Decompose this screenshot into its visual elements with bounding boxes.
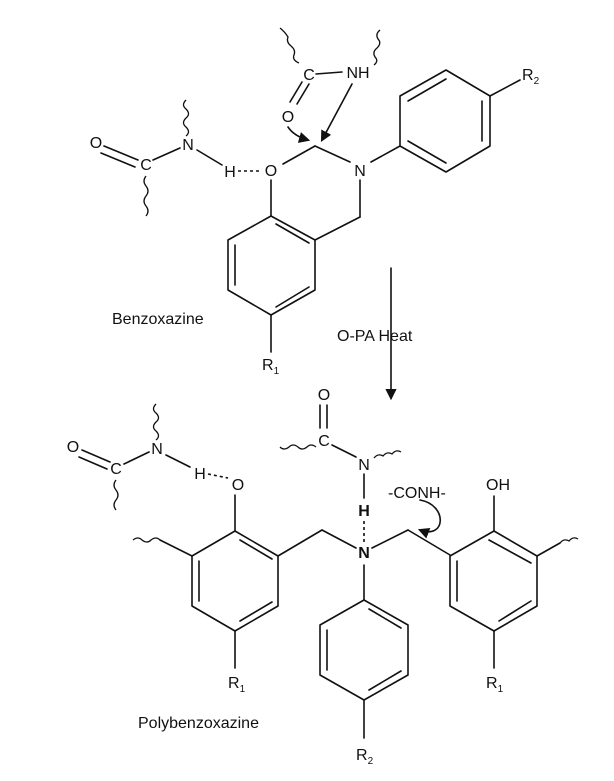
left-amide-oxygen: O: [67, 439, 79, 456]
left-phenol-oxygen: O: [232, 477, 244, 494]
phenyl-ring-top: [399, 69, 491, 173]
benzoxazine-structure: O N R1 R2 O C N H C NH O: [90, 27, 540, 377]
phenyl-ring-bottom: [319, 599, 409, 701]
right-phenol-ring: [449, 530, 538, 632]
top-amide-carbon: C: [303, 67, 315, 84]
oxazine-oxygen: O: [265, 163, 277, 180]
left-amide-hydrogen: H: [194, 466, 206, 483]
reaction-condition-label: O-PA Heat: [337, 328, 413, 345]
r2-label-top: R2: [522, 67, 540, 87]
n-methylene-bond-right: [371, 529, 409, 549]
r2-bond-top: [489, 79, 521, 97]
top-amide-oxygen: O: [282, 109, 294, 126]
top-amide-nh: NH: [346, 65, 369, 82]
left-amide-nitrogen: N: [151, 441, 163, 458]
left-amide-carbon: C: [110, 461, 122, 478]
polybenzoxazine-caption: Polybenzoxazine: [138, 715, 259, 732]
methylene-bond-right: [407, 529, 451, 556]
right-ring-chain-bond: [536, 542, 561, 557]
amide-group-left-bottom: O C N H: [67, 403, 229, 511]
oxazine-nitrogen: N: [354, 163, 366, 180]
amide-group-left-top: O C N H: [90, 99, 262, 217]
benzo-ring: [227, 215, 316, 316]
r1-label-top: R1: [262, 357, 280, 377]
middle-amide-oxygen: O: [318, 387, 330, 404]
oxazine-ring: [270, 145, 361, 241]
middle-amide-hydrogen: H: [358, 503, 370, 520]
conh-insertion-arrow: [417, 499, 442, 539]
amide-oxygen: O: [90, 135, 102, 152]
r1-label-right: R1: [486, 675, 504, 695]
hydrogen-bond-left: [207, 473, 229, 479]
methylene-n-bond-left: [321, 529, 357, 549]
amide-hydrogen: H: [224, 164, 236, 181]
left-chain-wavy: [132, 537, 161, 543]
left-ring-chain-bond: [159, 539, 193, 557]
mannich-nitrogen: N: [358, 545, 370, 562]
middle-amide-carbon: C: [318, 433, 330, 450]
amide-group-middle: O C N H: [279, 387, 402, 542]
conh-label: -CONH-: [388, 485, 446, 502]
benzoxazine-caption: Benzoxazine: [112, 311, 204, 328]
amide-carbon: C: [140, 157, 152, 174]
reaction-arrow: O-PA Heat: [337, 267, 413, 401]
right-phenol-oh: OH: [486, 477, 510, 494]
polybenzoxazine-structure: O R1 N R2 OH R1: [67, 387, 579, 767]
r2-label-bottom: R2: [356, 747, 374, 767]
attack-arrow-oxygen: [287, 126, 311, 143]
methylene-bond-left: [277, 529, 323, 557]
amide-nitrogen: N: [182, 137, 194, 154]
right-chain-wavy: [559, 537, 579, 544]
amide-group-top: C NH O: [279, 27, 381, 143]
attack-arrow-nh: [320, 83, 353, 142]
n-phenyl-bond: [370, 145, 401, 163]
left-phenol-ring: [191, 530, 279, 632]
middle-amide-nitrogen: N: [358, 457, 370, 474]
r1-label-left: R1: [228, 675, 246, 695]
